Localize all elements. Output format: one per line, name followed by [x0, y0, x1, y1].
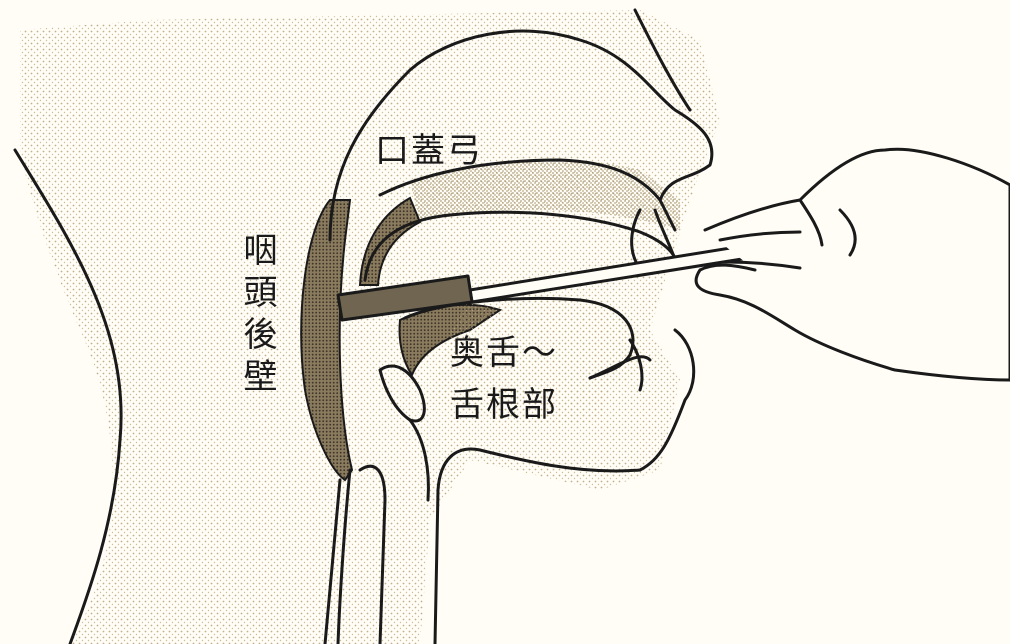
back-of-tongue-label-line1: 奥舌～	[450, 336, 558, 370]
posterior-pharyngeal-wall-label: 咽頭後壁	[240, 232, 274, 400]
back-of-tongue-label-line2: 舌根部	[450, 388, 558, 422]
palatal-arch-label: 口蓋弓	[375, 134, 483, 168]
hand	[696, 149, 1010, 380]
